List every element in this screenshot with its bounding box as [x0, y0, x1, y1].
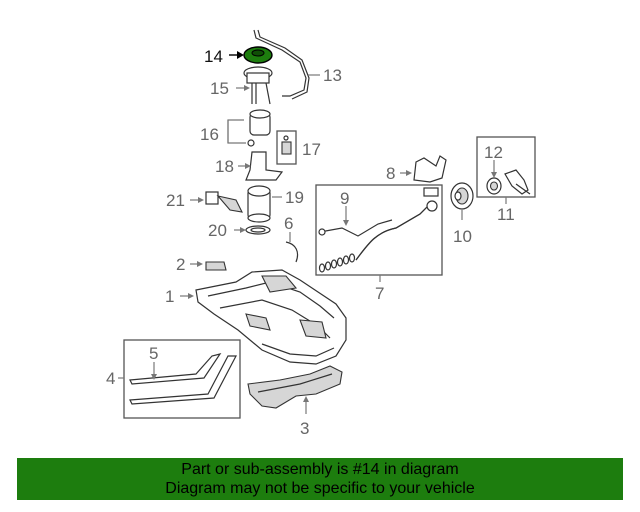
leader-2 — [190, 261, 203, 267]
part-13-tube[interactable] — [253, 29, 307, 97]
callout-19: 19 — [285, 188, 304, 207]
callout-7: 7 — [375, 284, 384, 303]
info-banner: Part or sub-assembly is #14 in diagram D… — [17, 458, 623, 500]
part-9-breather[interactable] — [318, 219, 393, 237]
leader-15 — [236, 85, 250, 91]
part-16-filter[interactable] — [247, 109, 271, 147]
part-7-filler-pipe[interactable] — [318, 187, 439, 273]
leader-21 — [190, 197, 204, 203]
leader-18 — [238, 163, 251, 169]
part-19-canister[interactable] — [247, 185, 271, 223]
leader-16 — [227, 119, 246, 144]
part-14-gasket[interactable] — [243, 46, 273, 64]
callout-13: 13 — [323, 66, 342, 85]
part-20-ring[interactable] — [245, 225, 271, 235]
box-7 — [315, 184, 443, 276]
callout-9: 9 — [340, 189, 349, 208]
callout-14: 14 — [204, 47, 223, 66]
banner-line-2: Diagram may not be specific to your vehi… — [165, 480, 475, 497]
banner-line-1: Part or sub-assembly is #14 in diagram — [181, 461, 459, 478]
callout-2: 2 — [176, 255, 185, 274]
callout-10: 10 — [453, 227, 472, 246]
callout-3: 3 — [300, 419, 309, 438]
callout-15: 15 — [210, 79, 229, 98]
part-6-hose[interactable] — [285, 241, 299, 263]
parts-diagram: 14 13 15 16 17 18 — [106, 29, 536, 438]
part-17-sender[interactable] — [276, 130, 297, 165]
callout-4: 4 — [106, 369, 115, 388]
part-2-pad[interactable] — [205, 261, 227, 271]
part-21-clip[interactable] — [205, 191, 243, 213]
callout-18: 18 — [215, 157, 234, 176]
part-11-cap[interactable] — [486, 169, 531, 195]
part-5-straps[interactable] — [129, 353, 237, 405]
callout-8: 8 — [386, 164, 395, 183]
callout-16: 16 — [200, 125, 219, 144]
part-8-bracket[interactable] — [413, 155, 447, 183]
leader-14 — [229, 51, 244, 59]
part-15-pump[interactable] — [243, 66, 273, 105]
box-4 — [123, 339, 241, 419]
part-1-fuel-tank[interactable] — [195, 269, 347, 365]
callout-11: 11 — [497, 205, 515, 224]
callout-6: 6 — [284, 214, 293, 233]
part-3-shield[interactable] — [247, 365, 343, 409]
leader-20 — [234, 227, 246, 233]
callout-21: 21 — [166, 191, 185, 210]
part-10-housing[interactable] — [450, 182, 474, 210]
callout-1: 1 — [165, 287, 174, 306]
callout-5: 5 — [149, 344, 158, 363]
callout-12: 12 — [484, 143, 503, 162]
part-18-bracket[interactable] — [245, 151, 284, 181]
callout-17: 17 — [302, 140, 321, 159]
leader-8 — [400, 170, 412, 176]
leader-1 — [180, 293, 194, 299]
callout-20: 20 — [208, 221, 227, 240]
